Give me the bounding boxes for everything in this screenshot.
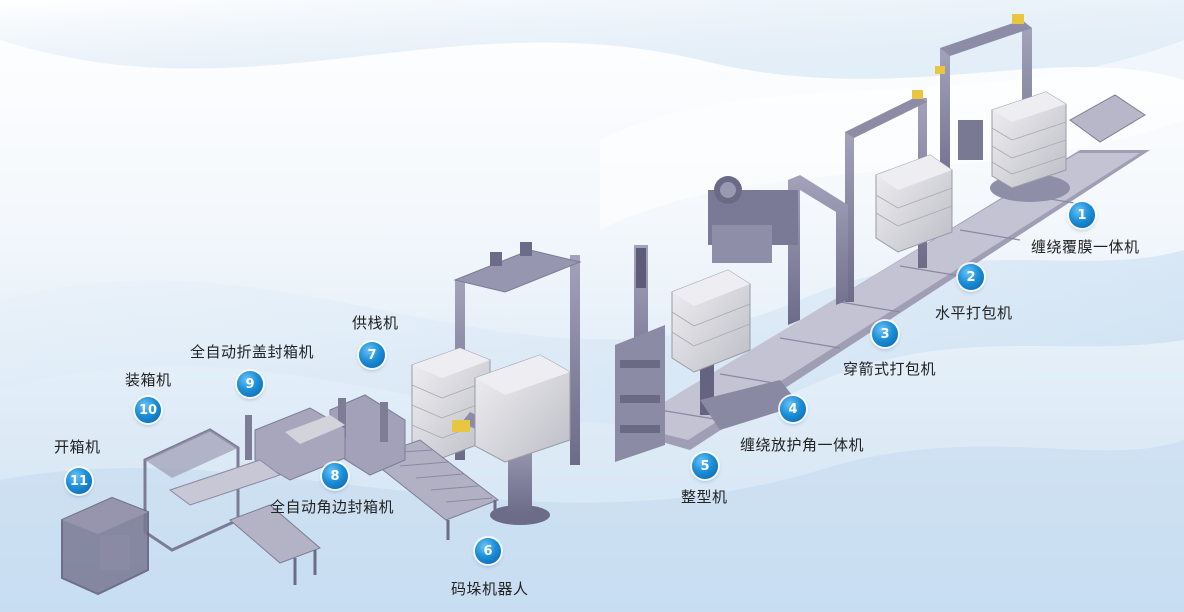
left-casepacking-machinery <box>61 394 406 596</box>
station-label-2: 水平打包机 <box>935 304 1013 322</box>
station-marker-9: 9 <box>237 371 263 397</box>
station-label-10: 装箱机 <box>125 371 172 389</box>
right-line-machinery <box>615 14 1150 462</box>
station-label-1: 缠绕覆膜一体机 <box>1031 238 1140 256</box>
station-label-5: 整型机 <box>681 488 728 506</box>
station-marker-6: 6 <box>475 538 501 564</box>
station-label-4: 缠绕放护角一体机 <box>740 436 865 454</box>
station-marker-1: 1 <box>1069 202 1095 228</box>
station-label-11: 开箱机 <box>54 438 101 456</box>
station-marker-11: 11 <box>66 468 92 494</box>
station-label-3: 穿箭式打包机 <box>843 360 937 378</box>
station-marker-8: 8 <box>322 463 348 489</box>
station-marker-5: 5 <box>692 453 718 479</box>
station-label-8: 全自动角边封箱机 <box>270 498 395 516</box>
station-marker-4: 4 <box>780 396 806 422</box>
station-marker-10: 10 <box>135 397 161 423</box>
station-label-7: 供栈机 <box>352 314 399 332</box>
station-marker-3: 3 <box>872 321 898 347</box>
station-label-9: 全自动折盖封箱机 <box>190 343 315 361</box>
station-marker-2: 2 <box>958 264 984 290</box>
station-label-6: 码垛机器人 <box>451 580 529 598</box>
station-marker-7: 7 <box>359 342 385 368</box>
